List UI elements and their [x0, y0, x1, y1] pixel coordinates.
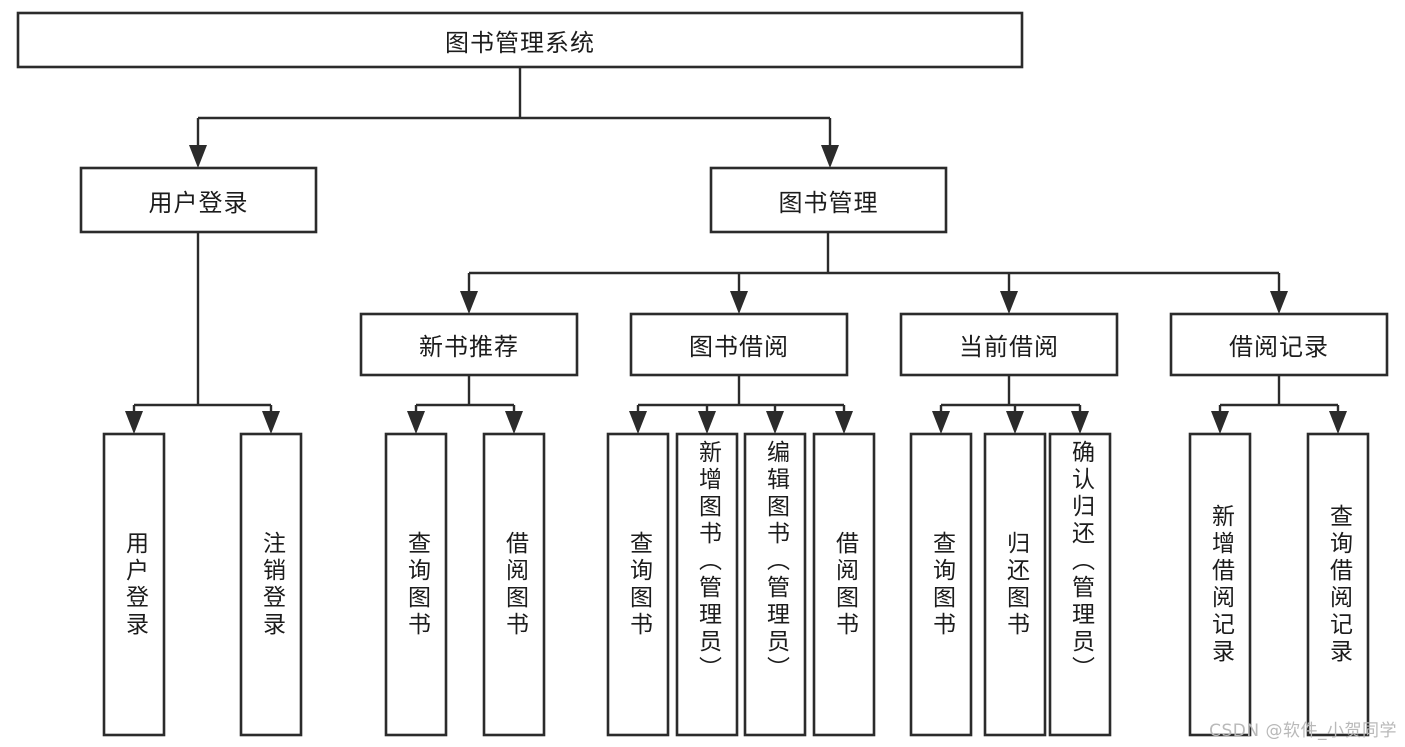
arrowhead-book-borrow-leaf-1 [698, 411, 716, 434]
arrowhead-user-login-leaf-1 [262, 411, 280, 434]
node-box-borrow-record[interactable] [1169, 312, 1389, 377]
node-box-book-borrow[interactable] [629, 312, 849, 377]
leaf-box-book-borrow-3[interactable] [812, 432, 876, 737]
arrowhead-user-login [189, 145, 207, 168]
leaf-box-book-borrow-1[interactable] [675, 432, 739, 737]
watermark-text: CSDN @软件_小贺同学 [1209, 721, 1397, 741]
leaf-box-borrow-record-1[interactable] [1306, 432, 1370, 737]
leaf-box-book-borrow-2[interactable] [743, 432, 807, 737]
leaf-box-current-borrow-1[interactable] [983, 432, 1047, 737]
leaf-box-new-book-1[interactable] [482, 432, 546, 737]
leaf-box-current-borrow-0[interactable] [909, 432, 973, 737]
node-box-root[interactable] [16, 11, 1024, 69]
leaf-box-book-borrow-0[interactable] [606, 432, 670, 737]
arrowhead-book-borrow-leaf-2 [766, 411, 784, 434]
node-box-user-login[interactable] [79, 166, 318, 234]
leaf-box-user-login-0[interactable] [102, 432, 166, 737]
leaf-box-new-book-0[interactable] [384, 432, 448, 737]
arrowhead-current-borrow-leaf-1 [1006, 411, 1024, 434]
leaf-box-current-borrow-2[interactable] [1048, 432, 1112, 737]
arrowhead-current-borrow [1000, 291, 1018, 314]
arrowhead-new-book-leaf-1 [505, 411, 523, 434]
node-box-current-borrow[interactable] [899, 312, 1119, 377]
arrowhead-book-management [821, 145, 839, 168]
arrowhead-book-borrow [730, 291, 748, 314]
arrowhead-borrow-record-leaf-0 [1211, 411, 1229, 434]
node-box-new-book-recommend[interactable] [359, 312, 579, 377]
arrowhead-borrow-record-leaf-1 [1329, 411, 1347, 434]
leaf-box-user-login-1[interactable] [239, 432, 303, 737]
leaf-box-borrow-record-0[interactable] [1188, 432, 1252, 737]
arrowhead-book-borrow-leaf-0 [629, 411, 647, 434]
arrowhead-current-borrow-leaf-2 [1071, 411, 1089, 434]
arrowhead-user-login-leaf-0 [125, 411, 143, 434]
arrowhead-current-borrow-leaf-0 [932, 411, 950, 434]
node-box-book-management[interactable] [709, 166, 948, 234]
arrowhead-new-book-recommend [460, 291, 478, 314]
arrowhead-new-book-leaf-0 [407, 411, 425, 434]
arrowhead-book-borrow-leaf-3 [835, 411, 853, 434]
arrowhead-borrow-record [1270, 291, 1288, 314]
